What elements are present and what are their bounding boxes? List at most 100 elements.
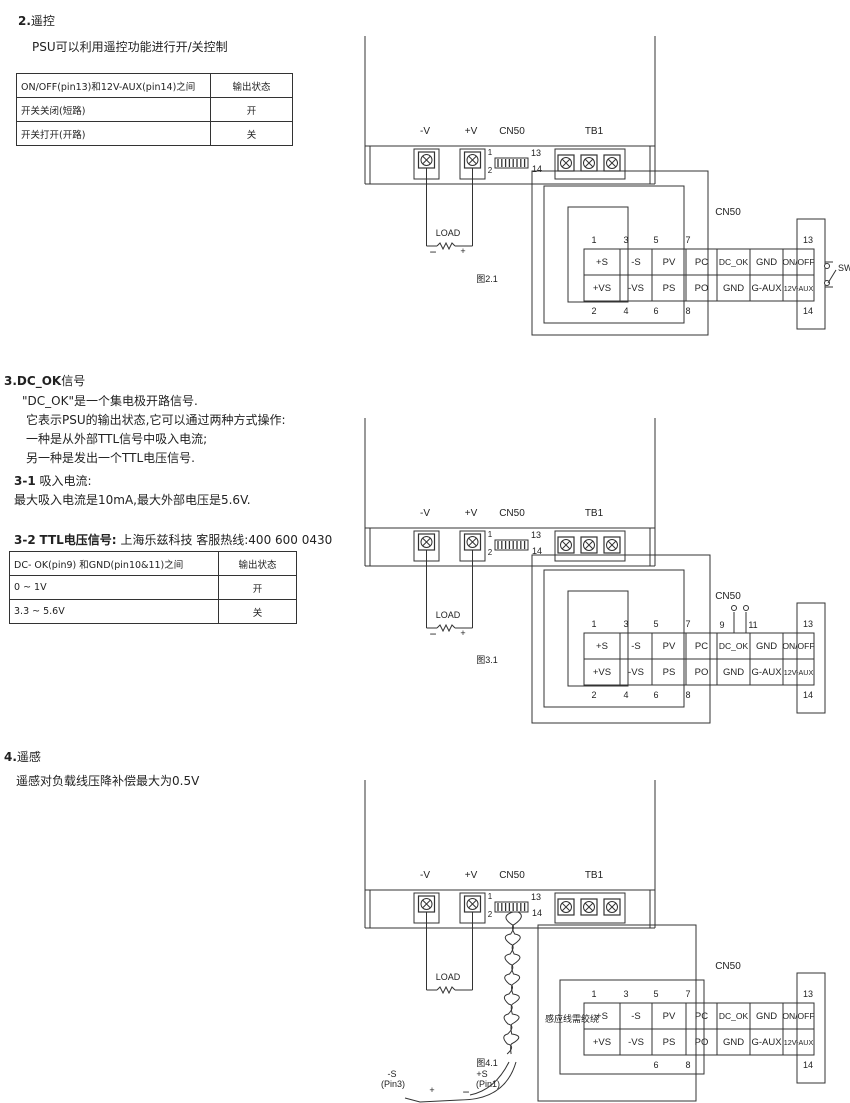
cn50-signal-label: -VS <box>628 667 644 678</box>
plus-v-label: +V <box>465 870 478 881</box>
section4-title: 遥感 <box>16 750 41 764</box>
table-cell: 开 <box>218 575 297 600</box>
cn50-connector <box>494 901 529 913</box>
pin-number-label: 8 <box>685 1060 690 1070</box>
pin-number-label: 6 <box>653 1060 658 1070</box>
tb1-label: TB1 <box>585 508 604 519</box>
figure-caption: 图2.1 <box>476 274 498 284</box>
pin-number-label: 5 <box>653 235 658 245</box>
cn50-signal-label: DC_OK <box>719 641 749 651</box>
cn50-signal-label: PS <box>663 283 676 294</box>
screw-slot <box>561 158 571 168</box>
section3-number: 3. <box>4 374 17 388</box>
subsection-number: 3-2 <box>14 533 36 547</box>
load-plus-sign: + <box>460 246 465 256</box>
cn50-signal-label: +VS <box>593 1037 611 1048</box>
cn50-pin-2-label: 2 <box>488 166 493 175</box>
cn50-signal-label: PC <box>695 1011 708 1022</box>
sense-wire-plus <box>469 1061 510 1096</box>
cn50-connector <box>494 157 529 169</box>
twist-note: 感应线需绞绕 <box>545 1013 599 1024</box>
screw-slot <box>422 155 431 165</box>
screw-slot <box>607 158 617 168</box>
plus-s-label: +S <box>476 1069 487 1079</box>
cn50-signal-label: +VS <box>593 667 611 678</box>
screw-slot <box>584 902 594 912</box>
load-minus-sign: − <box>429 627 436 641</box>
section3-title-rest: 信号 <box>61 374 86 388</box>
load-minus-sign: − <box>429 245 436 259</box>
pin-11-label: 11 <box>748 620 757 630</box>
screw-slot <box>422 537 431 547</box>
pin-number-label: 2 <box>591 690 596 700</box>
cn50-pin-1-label: 1 <box>488 892 493 901</box>
cn50-pin-13-label: 13 <box>531 530 541 540</box>
twisted-sense-wire <box>510 911 522 1055</box>
table-cell: 开关关闭(短路) <box>16 97 211 122</box>
pin-number-label: 4 <box>623 306 628 316</box>
section3-heading: 3.DC_OK信号 <box>4 372 85 389</box>
section3-line: 它表示PSU的输出状态,它可以通过两种方式操作: <box>26 413 286 427</box>
cn50-signal-label: 12V-AUX <box>784 668 814 677</box>
pin-number-label: 1 <box>591 235 596 245</box>
tb1-terminal-block <box>554 530 626 562</box>
cn50-signal-label: DC_OK <box>719 1011 749 1021</box>
contact-icon <box>731 605 737 611</box>
on-off-pin-box <box>796 972 826 1084</box>
table-row: 3.3 ~ 5.6V 关 <box>9 599 297 624</box>
switch-contact-icon <box>824 263 830 269</box>
subsection-title: 吸入电流: <box>39 474 92 488</box>
load-resistor-icon <box>436 623 456 633</box>
section4-heading: 4.遥感 <box>4 748 41 765</box>
cn50-pin-14-label: 14 <box>532 908 542 918</box>
cn50-signal-label: GND <box>756 257 777 268</box>
cn50-signal-label: PC <box>695 641 708 652</box>
cn50-signal-label: GND <box>756 1011 777 1022</box>
cn50-pin-1-label: 1 <box>488 148 493 157</box>
section3-line: 一种是从外部TTL信号中吸入电流; <box>26 432 208 446</box>
screw-slot <box>607 540 617 550</box>
pin-number-label: 4 <box>623 690 628 700</box>
tb1-label: TB1 <box>585 870 604 881</box>
minus-v-label: -V <box>420 508 430 519</box>
remote-control-table: ON/OFF(pin13)和12V-AUX(pin14)之间 输出状态 开关关闭… <box>16 73 293 146</box>
screw-slot <box>584 540 594 550</box>
plus-v-label: +V <box>465 508 478 519</box>
section3-title-bold: DC_OK <box>16 374 62 388</box>
pin-frame <box>567 206 629 303</box>
plus-s-pin-label: (Pin1) <box>476 1079 500 1089</box>
pin-14-label: 14 <box>803 690 813 700</box>
section3-line: "DC_OK"是一个集电极开路信号. <box>22 394 198 408</box>
section2-number: 2. <box>18 14 31 28</box>
sense-frame <box>543 185 685 324</box>
pin-number-label: 8 <box>685 306 690 316</box>
minus-s-pin-label: (Pin3) <box>381 1079 405 1089</box>
plus-v-label: +V <box>465 126 478 137</box>
cn50-signal-label: ON/OFF <box>782 1011 814 1021</box>
section3-line: 另一种是发出一个TTL电压信号. <box>26 451 195 465</box>
load-label: LOAD <box>436 228 461 238</box>
section2-title: 遥控 <box>30 14 55 28</box>
screw-slot <box>561 902 571 912</box>
section4-number: 4. <box>4 750 17 764</box>
cn50-signal-label: ON/OFF <box>782 257 814 267</box>
load-minus-sign: − <box>462 1085 469 1099</box>
table-row: 开关关闭(短路) 开 <box>16 97 293 122</box>
subsection-title: TTL电压信号: <box>39 533 117 547</box>
cn50-signal-label: +S <box>596 257 608 268</box>
tb1-terminal-block <box>554 892 626 924</box>
table-header-row: ON/OFF(pin13)和12V-AUX(pin14)之间 输出状态 <box>16 73 293 98</box>
cn50-signal-label: -VS <box>628 1037 644 1048</box>
cn50-signal-label: PO <box>695 1037 709 1048</box>
cn50-signal-label: G-AUX <box>751 667 782 678</box>
cn50-signal-label: PV <box>663 641 676 652</box>
pin-frame <box>567 590 629 687</box>
cn50-signal-label: PS <box>663 1037 676 1048</box>
pin-number-label: 6 <box>653 306 658 316</box>
load-plus-sign: + <box>429 1085 434 1095</box>
cn50-signal-label: GND <box>723 283 744 294</box>
table-row: 开关打开(开路) 关 <box>16 121 293 146</box>
cn50-signal-label: -VS <box>628 283 644 294</box>
screw-slot <box>422 899 431 909</box>
